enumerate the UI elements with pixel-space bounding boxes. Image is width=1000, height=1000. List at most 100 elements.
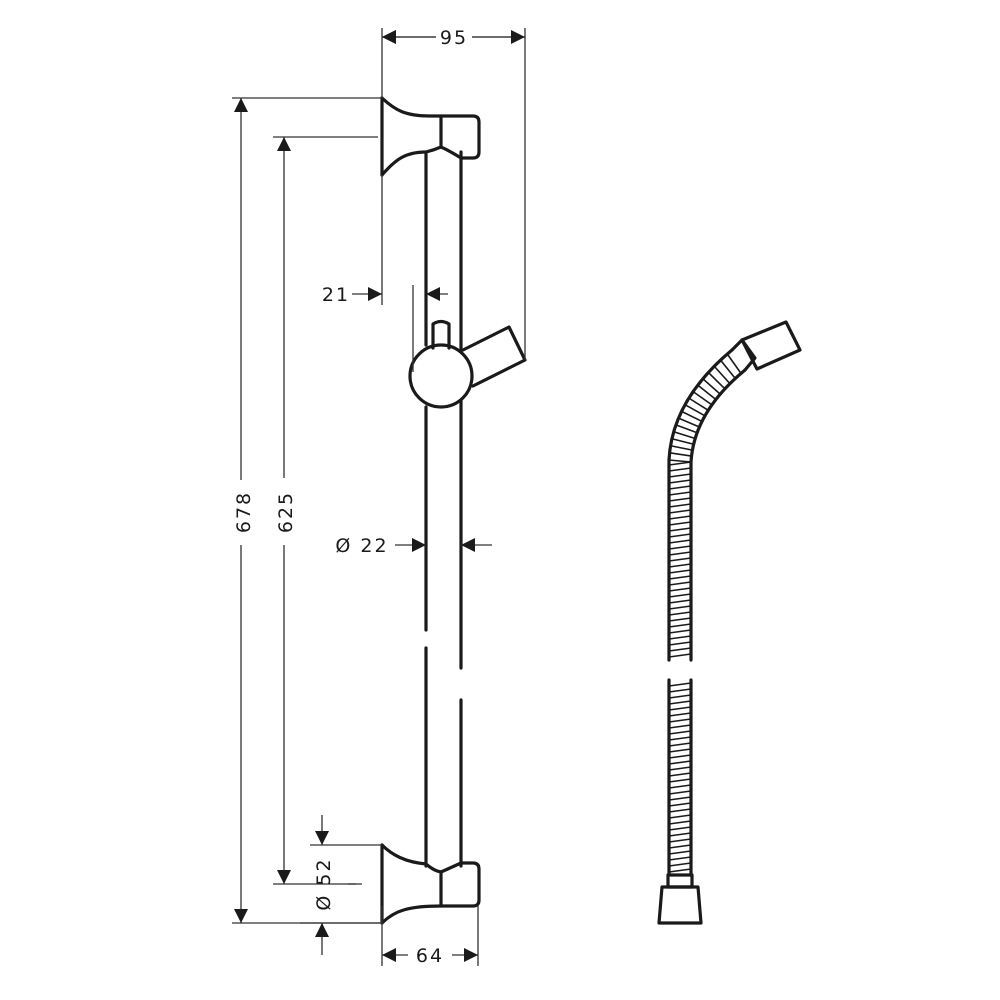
hose-rib: [726, 353, 742, 374]
shower-hose: [657, 320, 802, 925]
hose-rib: [668, 485, 692, 490]
dimension-625: 625: [273, 136, 378, 885]
svg-text:21: 21: [322, 284, 350, 306]
top-wall-bracket: [380, 96, 481, 177]
hose-rib: [668, 688, 692, 693]
hose-rib: [668, 569, 692, 574]
hose-rib: [668, 736, 692, 741]
hose-rib: [668, 521, 692, 526]
hose-rib: [668, 635, 692, 640]
hose-rib: [668, 682, 692, 687]
hose-rib: [668, 796, 692, 801]
hose-bottom-collar: [666, 873, 694, 889]
hose-rib: [668, 754, 692, 759]
hose-rib: [668, 742, 692, 747]
hose-rib: [668, 832, 692, 837]
hose-rib: [668, 557, 692, 562]
hose-rib: [681, 410, 703, 423]
hose-rib: [668, 868, 692, 873]
hose-rib: [670, 444, 693, 451]
svg-text:64: 64: [416, 945, 444, 967]
hose-rib: [668, 808, 692, 813]
hose-rib: [707, 371, 726, 390]
hose-rib: [668, 856, 692, 861]
hose-rib: [668, 479, 692, 484]
svg-text:625: 625: [275, 491, 297, 533]
hose-rib: [668, 545, 692, 550]
hose-rib: [668, 748, 692, 753]
hose-rib: [668, 862, 692, 867]
hose-rib: [668, 459, 692, 463]
hose-rib: [692, 390, 713, 406]
hose-rib: [668, 563, 692, 568]
hose-rib: [668, 605, 692, 610]
hose-rib: [668, 826, 692, 831]
dimension-21: 21: [322, 175, 448, 372]
hose-rib: [668, 706, 692, 711]
hose-rib: [668, 712, 692, 717]
hose-rib: [668, 587, 692, 592]
hose-rib: [668, 527, 692, 532]
hose-top-nut: [740, 320, 802, 371]
hose-rib: [668, 784, 692, 789]
hose-rib: [675, 424, 698, 434]
hose-top-collar: [730, 338, 757, 372]
dimension-95: 95: [382, 27, 526, 360]
hose-rib: [668, 515, 692, 520]
hose-rib: [719, 359, 736, 379]
hose-rib: [668, 473, 692, 478]
hose-rib: [673, 431, 696, 440]
hose-rib: [669, 452, 692, 457]
hose-rib: [713, 365, 731, 385]
hose-rib: [668, 790, 692, 795]
hose-rib: [671, 437, 694, 446]
svg-text:Ø 22: Ø 22: [335, 535, 388, 557]
hose-rib: [668, 461, 692, 466]
hose-rib: [668, 551, 692, 556]
hose-bottom-nut: [657, 885, 703, 925]
hose-rib: [668, 581, 692, 586]
hose-rib: [684, 404, 706, 417]
hose-rib: [697, 384, 717, 401]
svg-text:678: 678: [233, 491, 255, 533]
hose-rib: [668, 593, 692, 598]
hose-rib: [668, 814, 692, 819]
hose-rib: [668, 503, 692, 508]
dimension-diameter-52: Ø 52: [300, 815, 382, 955]
bottom-wall-bracket: [380, 843, 481, 925]
dimension-678: 678: [232, 97, 382, 924]
hose-rib: [668, 575, 692, 580]
hose-rib: [702, 378, 721, 395]
hose-rib: [668, 778, 692, 783]
dimension-diameter-22: Ø 22: [335, 535, 492, 557]
hose-rib: [668, 641, 692, 646]
hose-rib: [668, 629, 692, 634]
hose-rib: [668, 467, 692, 472]
hose-rib: [678, 417, 700, 428]
hose-rib: [668, 694, 692, 699]
hose-rib: [668, 647, 692, 652]
shower-head-slider: [408, 319, 527, 409]
hose-rib: [668, 533, 692, 538]
hose-rib: [668, 497, 692, 502]
hose-rib: [668, 509, 692, 514]
hose-rib: [668, 838, 692, 843]
hose-rib: [668, 617, 692, 622]
hose-rib: [668, 844, 692, 849]
hose-rib: [668, 772, 692, 777]
hose-rib: [668, 766, 692, 771]
hose-rib: [668, 820, 692, 825]
hose-rib: [668, 802, 692, 807]
hose-rib: [668, 611, 692, 616]
hose-rib: [668, 700, 692, 705]
hose-rib: [688, 397, 709, 412]
hose-rib: [668, 730, 692, 735]
shower-rail: [424, 150, 463, 868]
svg-text:Ø 52: Ø 52: [313, 857, 335, 910]
hose-rib: [668, 539, 692, 544]
hose-rib: [668, 718, 692, 723]
hose-rib: [668, 599, 692, 604]
dimension-64: 64: [381, 906, 479, 967]
svg-text:95: 95: [440, 27, 468, 49]
